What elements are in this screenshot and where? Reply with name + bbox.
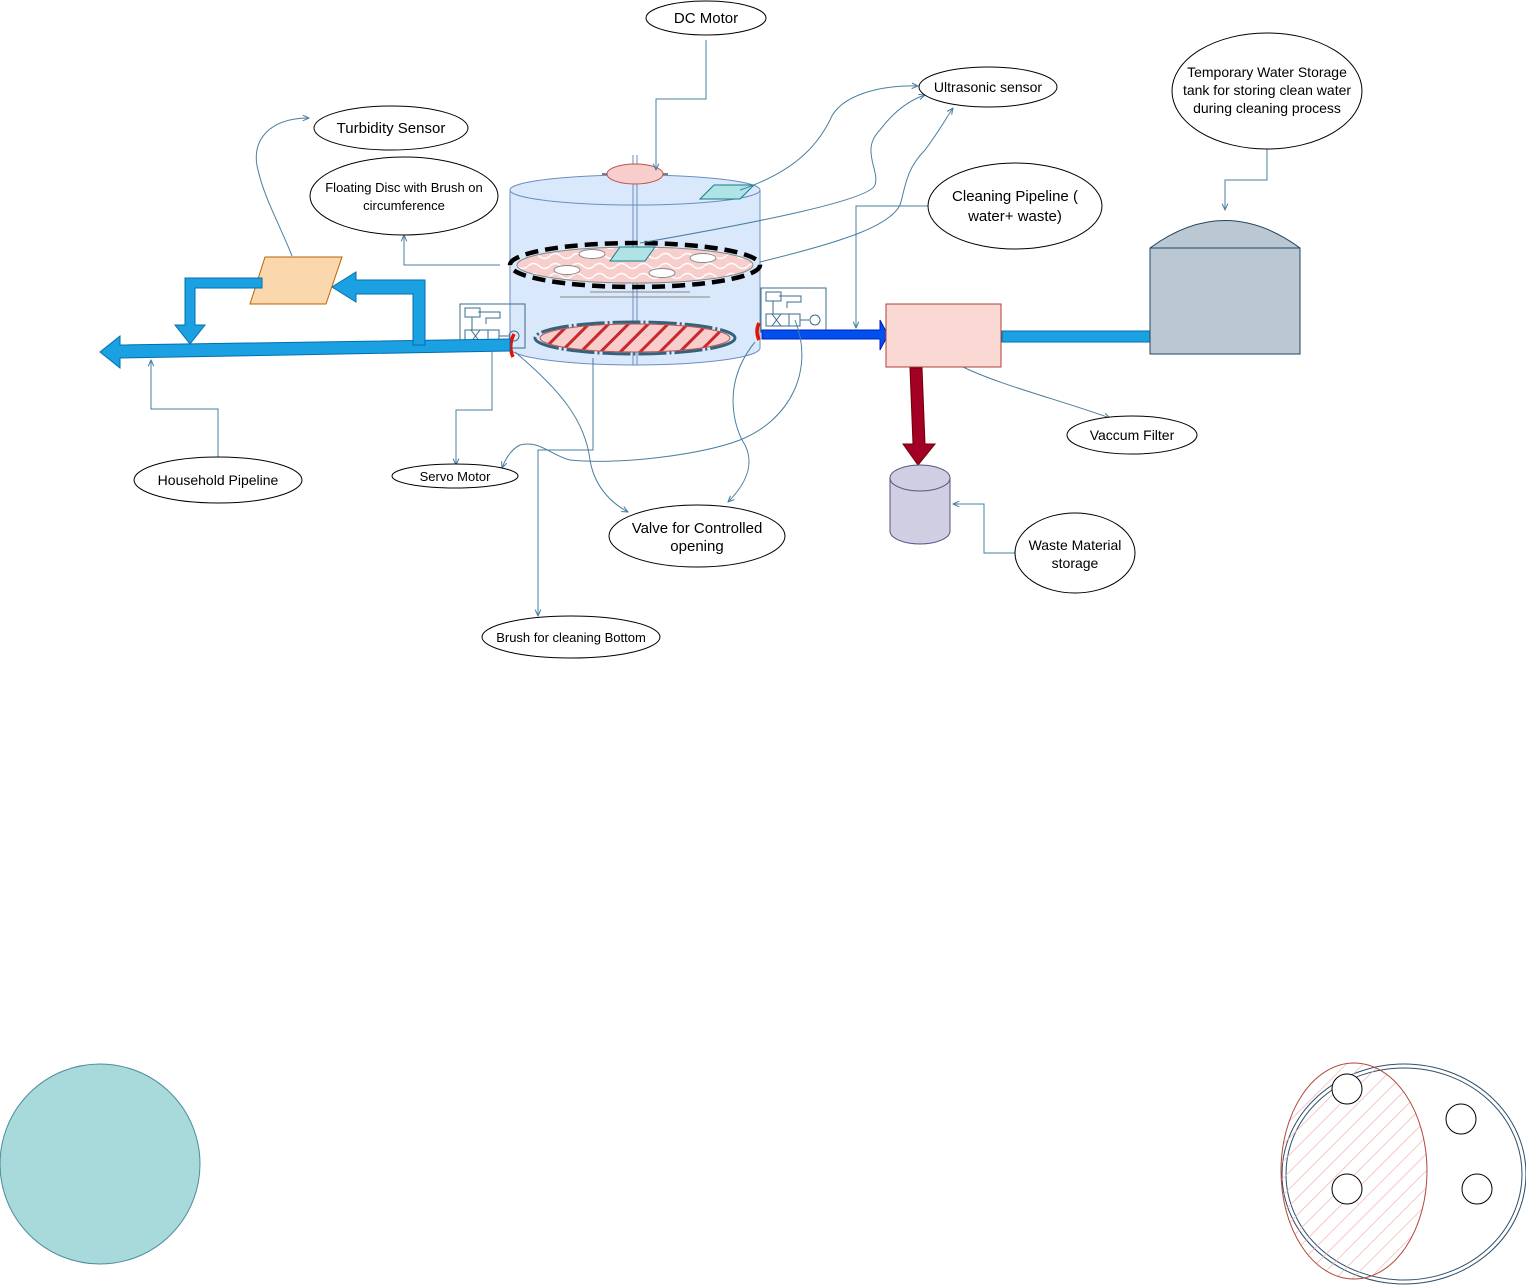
svg-text:water+ waste): water+ waste)	[967, 208, 1062, 225]
label-dc-motor: DC Motor	[645, 0, 767, 36]
svg-text:during cleaning process: during cleaning process	[1193, 100, 1341, 116]
label-valve: Valve for Controlled opening	[608, 504, 786, 568]
svg-text:Household Pipeline: Household Pipeline	[158, 472, 279, 488]
svg-text:Cleaning Pipeline (: Cleaning Pipeline (	[952, 188, 1078, 205]
label-turbidity-sensor: Turbidity Sensor	[313, 105, 469, 151]
turbidity-loop-pipe	[331, 271, 426, 346]
svg-text:DC Motor: DC Motor	[674, 10, 738, 27]
label-household-pipeline: Household Pipeline	[133, 456, 303, 504]
svg-text:opening: opening	[670, 538, 723, 555]
cleaning-pipeline-arrow	[761, 319, 889, 351]
turbidity-down-pipe	[173, 277, 263, 345]
ultrasonic-sensor-plate	[698, 184, 756, 200]
teal-disc-circle	[0, 1063, 201, 1265]
right-valve	[760, 287, 827, 333]
label-ultrasonic-sensor: Ultrasonic sensor	[918, 66, 1058, 108]
disc-top-view	[1280, 1062, 1526, 1285]
svg-text:circumference: circumference	[363, 198, 445, 213]
svg-text:Vaccum Filter: Vaccum Filter	[1090, 427, 1175, 443]
svg-text:Floating Disc with Brush on: Floating Disc with Brush on	[325, 180, 483, 195]
label-floating-disc: Floating Disc with Brush on circumferenc…	[309, 156, 499, 236]
left-valve-seal	[509, 333, 516, 358]
label-waste-storage: Waste Material storage	[1014, 512, 1136, 594]
waste-arrow	[902, 367, 937, 466]
floating-disc	[507, 240, 763, 298]
temporary-storage-tank	[1149, 220, 1301, 355]
svg-text:Temporary Water Storage: Temporary Water Storage	[1187, 64, 1347, 80]
dc-motor	[602, 163, 668, 185]
label-brush-bottom: Brush for cleaning Bottom	[481, 615, 661, 659]
right-valve-seal	[755, 322, 761, 341]
svg-text:tank for storing clean water: tank for storing clean water	[1183, 82, 1351, 98]
svg-text:storage: storage	[1052, 555, 1099, 571]
bottom-brush	[533, 320, 737, 356]
svg-text:Turbidity Sensor: Turbidity Sensor	[337, 120, 446, 137]
label-cleaning-pipeline: Cleaning Pipeline ( water+ waste)	[927, 162, 1103, 250]
label-servo-motor: Servo Motor	[391, 463, 519, 489]
waste-material-bin	[889, 464, 951, 545]
connectors	[151, 40, 1268, 616]
label-temporary-storage: Temporary Water Storage tank for storing…	[1171, 32, 1363, 150]
svg-text:Valve for Controlled: Valve for Controlled	[632, 520, 763, 537]
vacuum-filter-box	[885, 303, 1002, 368]
svg-text:Servo Motor: Servo Motor	[420, 469, 491, 484]
household-pipeline-arrow	[99, 334, 511, 370]
turbidity-sensor	[249, 256, 343, 305]
svg-text:Waste Material: Waste Material	[1029, 537, 1122, 553]
label-vaccum-filter: Vaccum Filter	[1066, 415, 1198, 455]
svg-text:Brush for cleaning Bottom: Brush for cleaning Bottom	[496, 630, 646, 645]
svg-text:Ultrasonic sensor: Ultrasonic sensor	[934, 79, 1042, 95]
